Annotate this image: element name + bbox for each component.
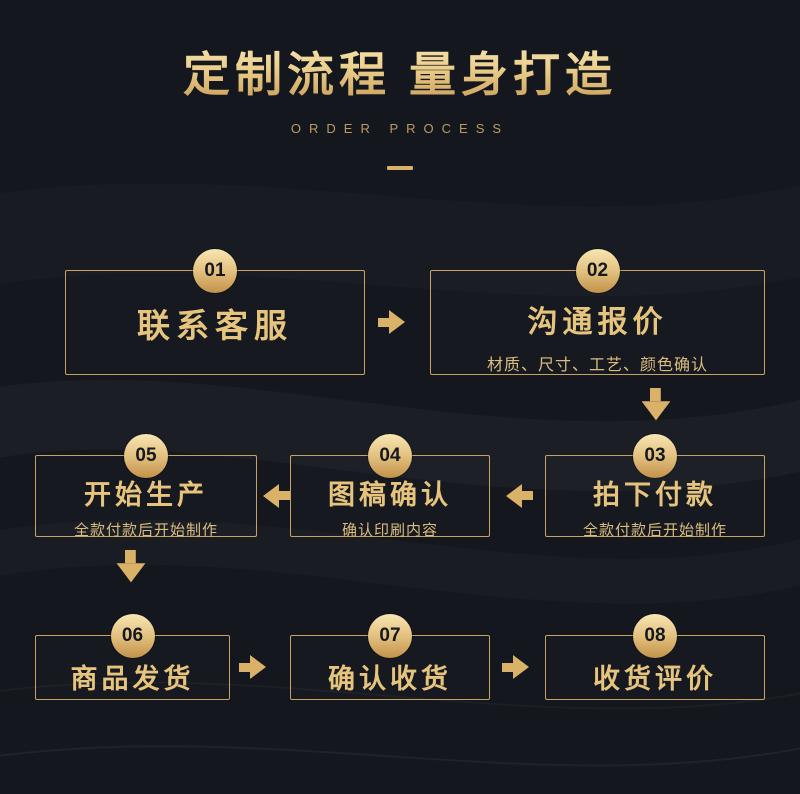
step-box-02: 02 沟通报价 材质、尺寸、工艺、颜色确认 (430, 249, 765, 375)
arrow-left-icon (503, 484, 533, 508)
step-box-04: 04 图稿确认 确认印刷内容 (290, 434, 490, 539)
step-title: 确认收货 (328, 664, 452, 694)
step-description: 全款付款后开始制作 (73, 522, 218, 539)
step-number-badge: 05 (124, 434, 168, 478)
arrow-right-icon (239, 655, 269, 679)
arrow-right-icon (502, 655, 532, 679)
step-number-badge: 08 (633, 614, 677, 658)
page-title: 定制流程 量身打造 (0, 36, 800, 105)
step-title: 图稿确认 (328, 480, 452, 510)
step-description: 材质、尺寸、工艺、颜色确认 (486, 357, 708, 374)
arrow-down-icon (116, 550, 146, 586)
step-title: 联系客服 (137, 306, 293, 344)
step-title: 商品发货 (70, 664, 195, 694)
arrow-down-icon (641, 388, 671, 424)
step-description: 全款付款后开始制作 (582, 522, 727, 539)
divider-dash (387, 166, 413, 170)
step-description: 确认印刷内容 (341, 522, 438, 539)
step-box-08: 08 收货评价 (545, 614, 765, 700)
step-box-05: 05 开始生产 全款付款后开始制作 (35, 434, 257, 539)
step-title: 开始生产 (84, 480, 208, 510)
arrow-left-icon (260, 484, 290, 508)
step-number-badge: 03 (633, 434, 677, 478)
step-box-06: 06 商品发货 (35, 614, 230, 700)
page-subtitle: ORDER PROCESS (290, 121, 510, 136)
step-box-07: 07 确认收货 (290, 614, 490, 700)
arrow-right-icon (378, 310, 408, 334)
step-box-03: 03 拍下付款 全款付款后开始制作 (545, 434, 765, 539)
step-title: 收货评价 (593, 664, 717, 694)
step-number-badge: 01 (193, 249, 237, 293)
step-number-badge: 04 (368, 434, 412, 478)
step-number-badge: 02 (575, 249, 620, 293)
step-number-badge: 06 (110, 614, 155, 658)
step-title: 沟通报价 (527, 306, 668, 339)
step-number-badge: 07 (368, 614, 412, 658)
step-title: 拍下付款 (593, 480, 717, 510)
step-box-01: 01 联系客服 (65, 249, 365, 375)
